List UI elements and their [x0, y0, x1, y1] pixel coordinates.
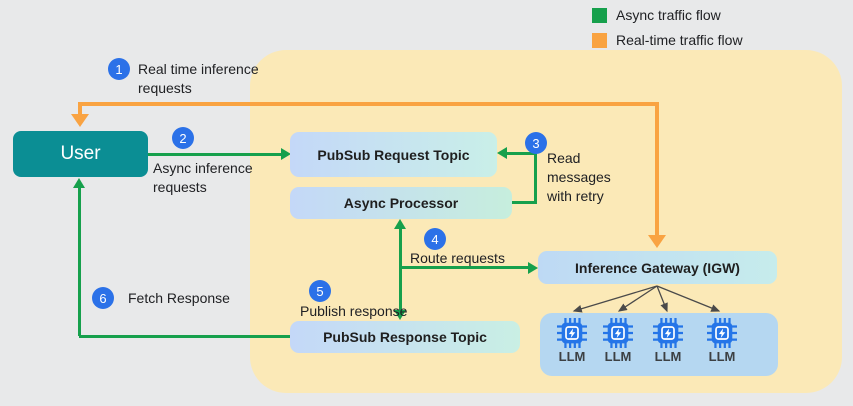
chip-bolt-icon	[557, 318, 587, 348]
step-badge-3: 3	[525, 132, 547, 154]
realtime-arrowhead-to-gateway-icon	[648, 235, 666, 248]
chip-bolt-icon	[653, 318, 683, 348]
legend-item-realtime: Real-time traffic flow	[592, 32, 743, 48]
node-user: User	[13, 131, 148, 177]
route-line-to-gateway	[400, 266, 529, 269]
publish-arrowhead-down-icon	[394, 310, 406, 320]
fetch-arrowhead-to-user-icon	[73, 178, 85, 188]
llm-label: LLM	[708, 349, 736, 364]
route-line-vertical	[399, 228, 402, 311]
step-badge-6: 6	[92, 287, 114, 309]
step-label-3: Read messages with retry	[547, 150, 611, 204]
fetch-line-vertical	[78, 188, 81, 336]
realtime-flow-line-horizontal	[78, 102, 659, 106]
llm-label: LLM	[654, 349, 682, 364]
legend-item-async: Async traffic flow	[592, 7, 743, 23]
llm-cluster: LLM LLM LLM	[540, 313, 778, 376]
realtime-arrowhead-to-user-icon	[71, 114, 89, 127]
step-badge-4: 4	[424, 228, 446, 250]
realtime-flow-line-user-drop	[78, 102, 82, 115]
chip-bolt-icon	[603, 318, 633, 348]
node-user-label: User	[60, 143, 101, 164]
llm-node: LLM	[595, 318, 641, 364]
llm-node: LLM	[699, 318, 745, 364]
step-label-2: Async inference requests	[153, 160, 253, 195]
retry-line-vertical	[534, 152, 537, 204]
legend-label-realtime: Real-time traffic flow	[616, 32, 743, 48]
step-label-5: Publish response	[300, 303, 408, 319]
step-badge-1: 1	[108, 58, 130, 80]
retry-arrowhead-icon	[497, 147, 507, 159]
realtime-flow-line-gateway-drop	[655, 102, 659, 236]
node-pubsub-response-label: PubSub Response Topic	[323, 329, 487, 345]
node-async-processor: Async Processor	[290, 187, 512, 219]
step-badge-2: 2	[172, 127, 194, 149]
realtime-flow-swatch	[592, 32, 607, 48]
step-label-6: Fetch Response	[128, 290, 230, 306]
async-line-user-to-request	[148, 153, 282, 156]
step-badge-5: 5	[309, 280, 331, 302]
node-pubsub-response-topic: PubSub Response Topic	[290, 321, 520, 353]
node-async-processor-label: Async Processor	[343, 195, 459, 211]
fetch-line-horizontal	[79, 335, 290, 338]
llm-node: LLM	[645, 318, 691, 364]
legend: Async traffic flow Real-time traffic flo…	[592, 7, 743, 48]
node-inference-gateway: Inference Gateway (IGW)	[538, 251, 777, 284]
route-arrowhead-up-icon	[394, 219, 406, 229]
route-arrowhead-to-gateway-icon	[528, 262, 538, 274]
llm-label: LLM	[558, 349, 586, 364]
node-inference-gateway-label: Inference Gateway (IGW)	[575, 259, 740, 276]
chip-bolt-icon	[707, 318, 737, 348]
legend-label-async: Async traffic flow	[616, 7, 721, 23]
async-arrowhead-to-request-icon	[281, 148, 291, 160]
node-pubsub-request-label: PubSub Request Topic	[317, 146, 470, 163]
node-pubsub-request-topic: PubSub Request Topic	[290, 132, 497, 177]
async-flow-swatch	[592, 7, 607, 23]
retry-line-top	[506, 152, 537, 155]
retry-line-bottom	[512, 201, 537, 204]
llm-node: LLM	[549, 318, 595, 364]
step-label-4: Route requests	[410, 250, 505, 266]
step-label-1: Real time inference requests	[138, 61, 259, 96]
llm-label: LLM	[604, 349, 632, 364]
gateway-fanout-arrows	[572, 285, 721, 313]
